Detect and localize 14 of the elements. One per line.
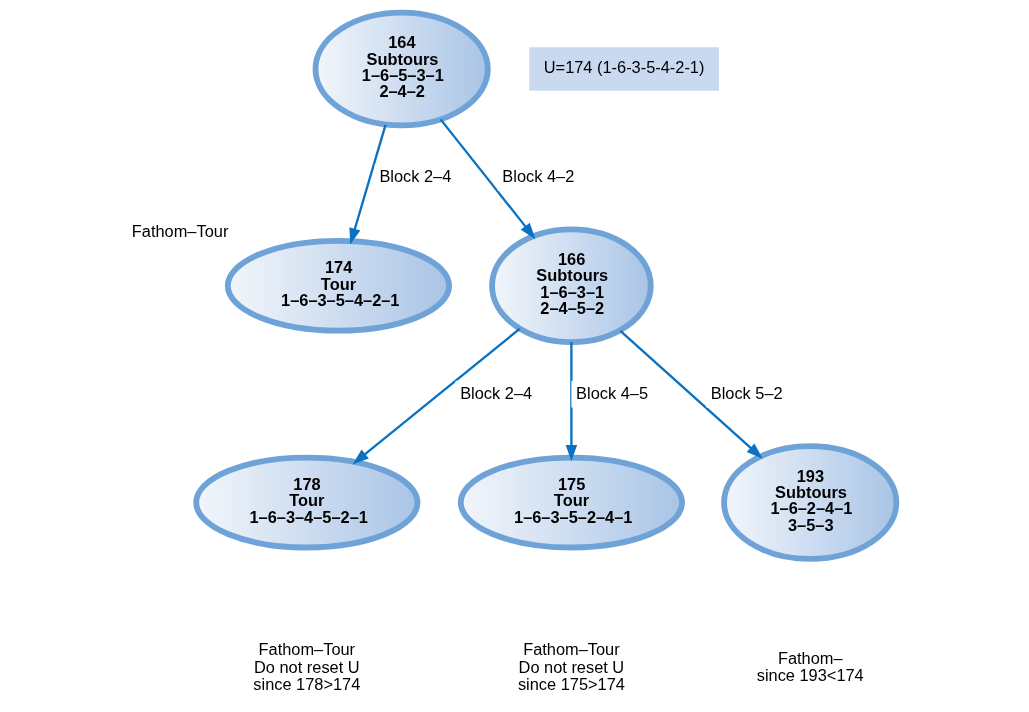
node-label: Do not reset U bbox=[254, 657, 360, 676]
node-label: since 178>174 bbox=[253, 675, 361, 694]
node-label: Do not reset U bbox=[518, 657, 625, 676]
edge-label: Block 5–2 bbox=[710, 384, 783, 403]
edge-label: Block 4–5 bbox=[576, 384, 649, 403]
node-label: Fathom– bbox=[777, 648, 843, 667]
edge-label: Block 2–4 bbox=[460, 384, 533, 403]
node-label: Fathom–Tour bbox=[258, 640, 356, 659]
node-label: Fathom–Tour bbox=[523, 640, 620, 659]
node-label: since 193<174 bbox=[756, 666, 864, 685]
edge-label: Block 4–2 bbox=[502, 167, 575, 186]
edge-label: Block 2–4 bbox=[379, 167, 452, 186]
node-label: Fathom–Tour bbox=[131, 221, 229, 240]
node-label: since 175>174 bbox=[517, 675, 625, 694]
